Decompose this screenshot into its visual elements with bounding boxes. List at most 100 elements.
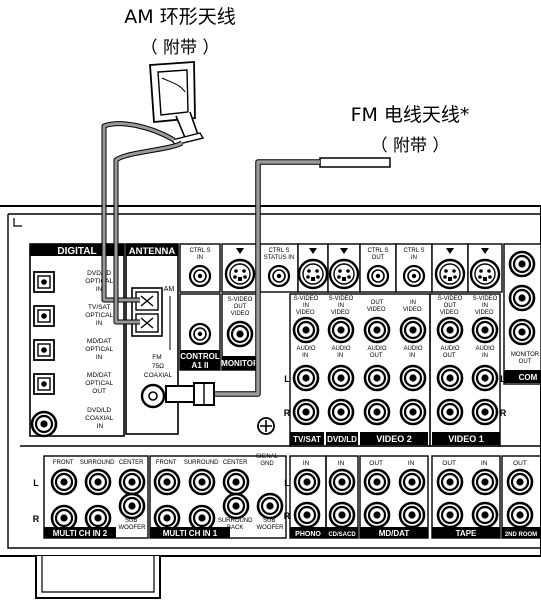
- fm-coaxial: COAXIAL: [144, 372, 173, 379]
- fm-coaxial-jack: [140, 383, 166, 409]
- dvd-coax-line2: COAXIAL: [85, 415, 114, 422]
- video-l-marker: L: [284, 374, 290, 384]
- dvd-audio-l1: AUDIO: [331, 346, 350, 352]
- signal-gnd-l2: GND: [260, 461, 274, 467]
- v1b-svid-l3: VIDEO: [475, 310, 494, 316]
- mc2-r-marker: R: [33, 514, 40, 524]
- audio-l-marker: L: [284, 478, 290, 488]
- phono-in: IN: [303, 460, 310, 467]
- mc1-center: CENTER: [223, 460, 248, 466]
- monitor-svideo-l2: OUT: [234, 304, 247, 310]
- mddat-optin-line2: OPTICAL: [85, 346, 113, 353]
- phono-label: PHONO: [295, 531, 321, 538]
- tvsat-label: TV/SAT: [293, 435, 321, 444]
- control-a1-l1: CONTROL: [180, 352, 220, 361]
- mc2-front: FRONT: [53, 460, 74, 466]
- mddat-label: MD/DAT: [379, 529, 410, 538]
- svg-text:CTRL SIN: CTRL SIN: [189, 248, 210, 261]
- monitor-out-l2: OUT: [519, 359, 532, 365]
- monitor-label: MONITOR: [221, 359, 259, 368]
- tvsat-optical-line2: OPTICAL: [85, 312, 113, 319]
- v1-audioout-l2: OUT: [443, 353, 456, 359]
- fm-plug: [165, 382, 215, 406]
- signal-gnd-l1: SIGNAL: [256, 454, 279, 460]
- ctrl-s-out2-l1: CTRL S: [403, 248, 424, 254]
- fm-antenna-note: （ 附带 ）: [370, 136, 450, 156]
- fm-wire-antenna: [319, 157, 391, 168]
- v1-audioout-l1: AUDIO: [440, 346, 459, 352]
- room2-out: OUT: [513, 460, 527, 467]
- dvd-coax-line1: DVD/LD: [87, 407, 111, 414]
- v2-audioout-l2: OUT: [370, 353, 383, 359]
- cdsacd-label: CD/SACD: [328, 532, 356, 538]
- mc1-sub-l2: WOOFER: [257, 525, 285, 531]
- multi-ch-in-2-label: MULTI CH IN 2: [53, 529, 108, 538]
- v2-in-l1: IN: [410, 300, 416, 306]
- md-out: OUT: [369, 460, 383, 467]
- dvd-optical-line3: IN: [96, 286, 103, 293]
- v1-audioin-l1: AUDIO: [475, 346, 494, 352]
- dvd-svid-l2: IN: [338, 303, 344, 309]
- v1-audioin-l2: IN: [482, 353, 488, 359]
- fm-antenna-title: FM 电线天线*: [350, 104, 470, 126]
- antenna-header: ANTENNA: [129, 246, 176, 257]
- audio-io-row: IN IN OUT IN OUT IN OUT PHONO CD/SACD MD…: [284, 455, 541, 539]
- md-in: IN: [408, 460, 415, 467]
- tvsat-audio-l1: AUDIO: [296, 346, 315, 352]
- mddat-optin-line3: IN: [96, 354, 103, 361]
- svg-text:FRONT SURROUND: FRONT SURROUND CENTER SURROUND BACK SUB …: [156, 460, 284, 531]
- dvdld-label: DVD/LD: [327, 435, 357, 444]
- am-antenna-title: AM 环形天线: [124, 6, 236, 28]
- v1b-svid-l2: IN: [482, 303, 488, 309]
- svg-text:DVD/LD OPTICAL: DVD/LD OPTICAL IN TV/SAT OPTICAL IN MD/D…: [85, 270, 115, 430]
- dvd-svid-l1: S-VIDEO: [329, 296, 354, 302]
- tvsat-svid-l1: S-VIDEO: [294, 296, 319, 302]
- mddat-optin-line1: MD/DAT: [87, 338, 111, 345]
- tvsat-audio-l2: IN: [302, 353, 308, 359]
- mc2-sub-l1: SUB: [125, 518, 137, 524]
- am-loop-antenna: [149, 61, 205, 146]
- mc2-center: CENTER: [119, 460, 144, 466]
- video1-label: VIDEO 1: [448, 434, 484, 444]
- mddat-optout-line1: MD/DAT: [87, 372, 111, 379]
- dvd-svid-l3: VIDEO: [331, 310, 350, 316]
- room2-label: 2ND ROOM: [505, 532, 537, 538]
- monitor-svideo-l1: S-VIDEO: [228, 297, 253, 303]
- mc2-surround: SURROUND: [80, 460, 115, 466]
- tvsat-svid-l2: IN: [303, 303, 309, 309]
- digital-section: DIGITAL DVD/LD OPTICAL IN TV/SAT OPTICAL…: [29, 243, 125, 438]
- v2-out-l2: VIDEO: [367, 307, 386, 313]
- dvd-optical-line2: OPTICAL: [85, 278, 113, 285]
- monitor-out-l1: MONITOR: [511, 352, 540, 358]
- v1-svid-l2: OUT: [444, 303, 457, 309]
- mc1-sb-l1: SURROUND: [218, 518, 253, 524]
- audio-r-marker: R: [284, 511, 291, 521]
- cd-in: IN: [338, 460, 345, 467]
- multi-ch-in-2: FRONT SURROUND CENTER SUB WOOFER MULTI C…: [33, 455, 149, 539]
- video1-r-marker: R: [500, 408, 507, 418]
- digital-header: DIGITAL: [57, 246, 96, 257]
- v1-svid-l3: VIDEO: [440, 310, 459, 316]
- v1-svid-l1: S-VIDEO: [438, 296, 463, 302]
- fm-ohm: 75Ω: [152, 363, 164, 370]
- video-r-marker: R: [284, 408, 291, 418]
- monitor-svideo-l3: VIDEO: [231, 311, 250, 317]
- video2-label: VIDEO 2: [376, 434, 412, 444]
- antenna-cables: [101, 121, 320, 397]
- v2-audioout-l1: AUDIO: [367, 346, 386, 352]
- am-label: AM: [164, 286, 175, 293]
- v2-out-l1: OUT: [371, 300, 384, 306]
- ctrl-s-out-l1: CTRL S: [367, 248, 388, 254]
- svg-text:IN IN OUT: IN IN OUT IN OUT IN OUT: [303, 460, 527, 467]
- tape-in: IN: [481, 460, 488, 467]
- tvsat-optical-line1: TV/SAT: [88, 304, 110, 311]
